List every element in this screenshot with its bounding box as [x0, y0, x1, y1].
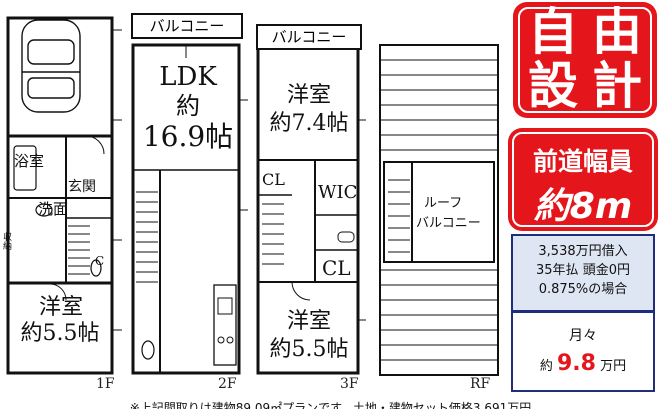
bath-label: 浴室 [14, 152, 45, 170]
monthly-value: 9.8 [557, 351, 596, 376]
ldk-size: 16.9帖 [142, 120, 234, 153]
room-1f-size: 約5.5帖 [20, 321, 100, 346]
loan-rate: 0.875%の場合 [538, 282, 628, 297]
balcony-3f: バルコニー [256, 24, 362, 50]
loan-info-box: 3,538万円借入 35年払 頭金0円 0.875%の場合 [511, 234, 655, 312]
loan-terms: 35年払 頭金0円 [536, 263, 630, 278]
room-1f-name: 洋室 [38, 295, 83, 320]
footnote: ※上記間取りは建物89.09㎡プランです。土地・建物セット価格3,691万円 [129, 401, 532, 409]
room-3f-2-name: 洋室 [286, 309, 331, 334]
room-3f-2-size: 約5.5帖 [269, 337, 349, 362]
floor-plans: 浴室 玄関 洗面 C 収納 洋室 約5.5帖 1F バルコニー LDK 約 16… [1, 13, 499, 392]
badge-char-4: 計 [592, 57, 642, 115]
road-width-badge: 前道幅員 約8m [508, 128, 658, 231]
wc-label: C [95, 254, 105, 268]
storage-label: 収納 [1, 232, 11, 250]
room-3f-1-name: 洋室 [286, 83, 331, 108]
closet-3f-2: CL [322, 256, 351, 280]
monthly-payment-box: 月々 約 9.8 万円 [511, 311, 655, 392]
room-3f-1-size: 約7.4帖 [269, 111, 349, 136]
balcony-2f: バルコニー [131, 13, 243, 39]
monthly-amount: 約 9.8 万円 [513, 351, 653, 376]
road-width-title: 前道幅員 [532, 147, 633, 176]
loan-amount: 3,538万円借入 [538, 244, 628, 259]
floor-plan-drawing [6, 16, 499, 376]
floor-rf-label: RF [470, 376, 491, 392]
badge-char-1: 自 [528, 3, 578, 61]
monthly-prefix: 約 [539, 359, 553, 374]
road-width-value: 約8m [533, 186, 633, 227]
roof-balcony-label-1: ルーフ [424, 196, 463, 211]
parked-car-icon [21, 19, 81, 113]
free-design-badge: 自 由 設 計 [513, 2, 657, 118]
entrance-label: 玄関 [68, 179, 96, 195]
monthly-label: 月々 [569, 328, 597, 344]
badge-char-2: 由 [592, 3, 642, 61]
floor-1f-label: 1F [96, 376, 115, 392]
closet-3f-1: CL [262, 170, 285, 189]
ldk-prefix: 約 [176, 92, 200, 120]
washroom-label: 洗面 [38, 200, 69, 218]
walk-in-closet: WIC [318, 182, 358, 203]
roof-balcony-label-2: バルコニー [416, 216, 481, 231]
badge-char-3: 設 [528, 57, 578, 115]
monthly-unit: 万円 [600, 359, 627, 374]
floor-2f-label: 2F [218, 376, 237, 392]
floor-3f-label: 3F [340, 376, 359, 392]
ldk-name: LDK [159, 62, 217, 92]
